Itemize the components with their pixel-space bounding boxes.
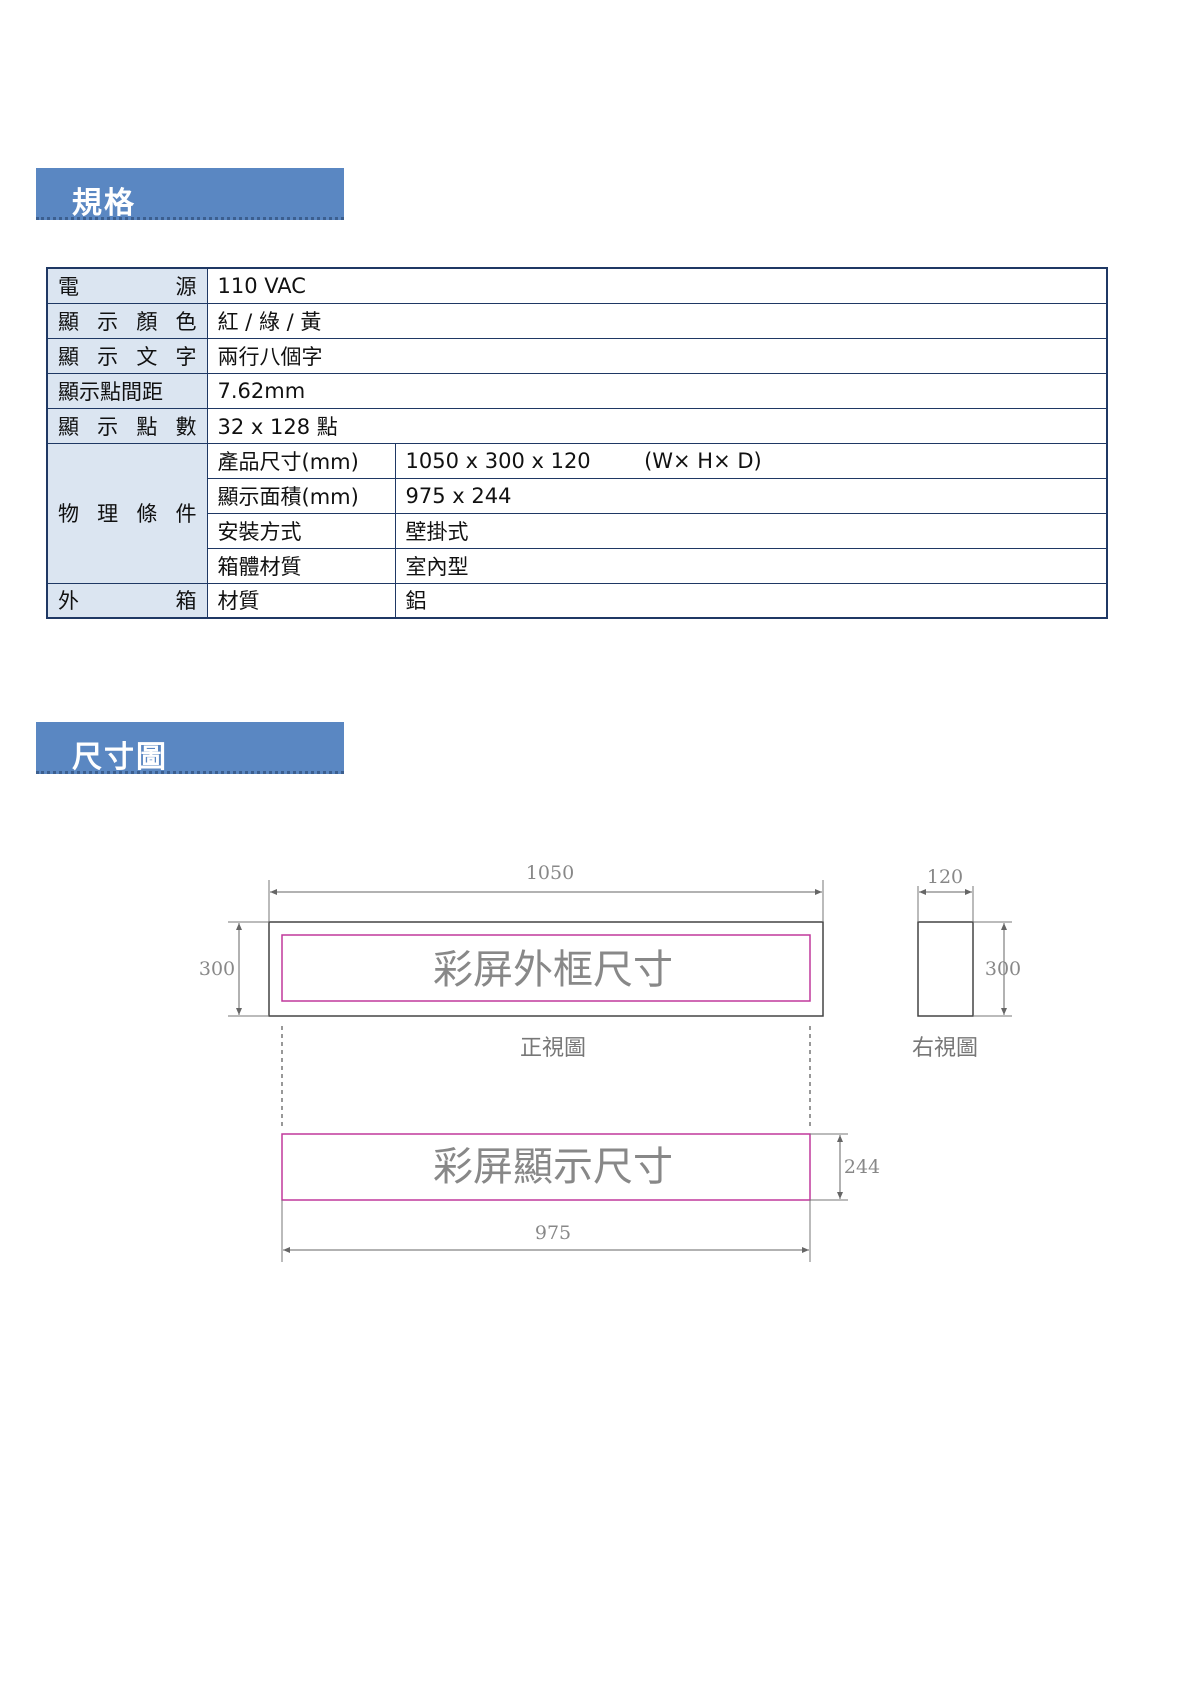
table-row: 顯示文字 兩行八個字	[46, 337, 1108, 374]
dots-value: 32 x 128 點	[206, 407, 1108, 444]
physical-row-name: 安裝方式	[206, 512, 396, 549]
pitch-label: 顯示點間距	[46, 372, 208, 409]
screen-size-label: 彩屏顯示尺寸	[433, 1144, 673, 1190]
table-row: 箱體材質 室內型	[47, 547, 1108, 584]
side-depth-value: 120	[927, 866, 963, 888]
physical-label: 物理條件	[46, 442, 208, 584]
side-view-label: 右視圖	[912, 1036, 978, 1061]
table-row: 物理條件 產品尺寸(mm) 1050 x 300 x 120 (W× H× D)	[46, 442, 1108, 584]
case-value: 鋁	[394, 582, 1108, 619]
table-row: 顯示面積(mm) 975 x 244	[47, 477, 1108, 514]
front-height-value: 300	[199, 958, 235, 980]
physical-row-name: 產品尺寸(mm)	[206, 442, 396, 479]
dimension-section-header: 尺寸圖	[36, 722, 344, 775]
frame-size-label: 彩屏外框尺寸	[433, 947, 673, 993]
colors-label: 顯示顏色	[46, 302, 208, 339]
physical-row-value: 室內型	[394, 547, 1108, 584]
physical-row-value: 1050 x 300 x 120 (W× H× D)	[394, 442, 1108, 479]
spec-table: 電源 110 VAC 顯示顏色 紅 / 綠 / 黃 顯示文字 兩行八個字 顯示點…	[46, 267, 1108, 619]
screen-height-value: 244	[844, 1156, 880, 1178]
table-row: 外箱 材質 鋁	[46, 582, 1108, 619]
spec-section-header: 規格	[36, 168, 344, 221]
physical-row-value: 975 x 244	[394, 477, 1108, 514]
colors-value: 紅 / 綠 / 黃	[206, 302, 1108, 339]
front-view-label: 正視圖	[520, 1036, 586, 1061]
table-row: 顯示顏色 紅 / 綠 / 黃	[46, 302, 1108, 339]
case-label: 外箱	[46, 582, 208, 619]
dimension-section-title: 尺寸圖	[72, 740, 168, 775]
spec-section-title: 規格	[72, 186, 136, 221]
front-view-outer-frame	[268, 921, 824, 1017]
table-row: 顯示點間距 7.62mm	[46, 372, 1108, 409]
table-row: 電源 110 VAC	[46, 267, 1108, 304]
side-view-box	[917, 921, 974, 1017]
physical-row-name: 顯示面積(mm)	[206, 477, 396, 514]
screen-width-value: 975	[535, 1222, 571, 1244]
side-height-value: 300	[985, 958, 1021, 980]
dots-label: 顯示點數	[46, 407, 208, 444]
screen-display-box	[281, 1133, 811, 1201]
text-value: 兩行八個字	[206, 337, 1108, 374]
front-view-inner-frame	[281, 934, 811, 1002]
case-name: 材質	[206, 582, 396, 619]
physical-row-name: 箱體材質	[206, 547, 396, 584]
pitch-value: 7.62mm	[206, 372, 1108, 409]
front-width-value: 1050	[526, 862, 574, 884]
power-value: 110 VAC	[206, 267, 1108, 304]
table-row: 顯示點數 32 x 128 點	[46, 407, 1108, 444]
